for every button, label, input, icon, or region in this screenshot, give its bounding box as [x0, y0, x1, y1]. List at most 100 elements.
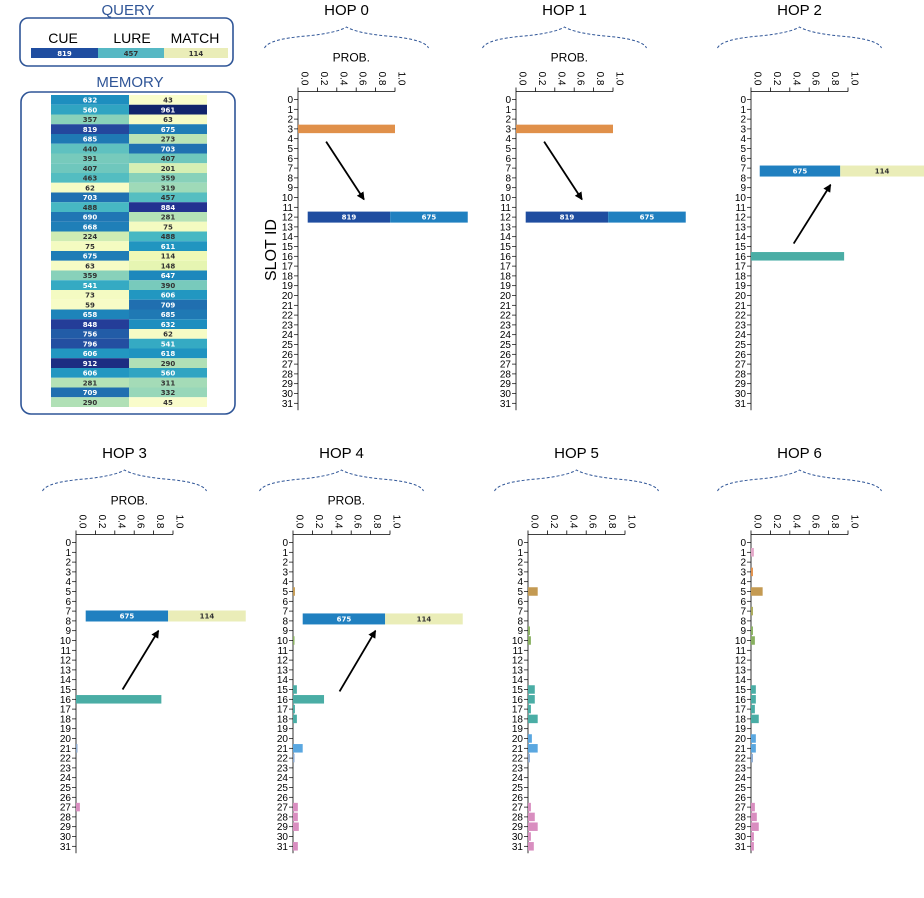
memory-cell-value: 391 — [83, 155, 98, 163]
hop-brace-curve — [717, 26, 882, 49]
y-tick-label: 23 — [512, 763, 524, 774]
y-tick-label: 22 — [735, 754, 747, 765]
memory-cell-value: 606 — [161, 292, 176, 300]
y-tick-label: 12 — [735, 656, 747, 667]
memory-cell — [129, 173, 207, 183]
y-tick-label: 5 — [740, 587, 746, 598]
memory-cell — [129, 192, 207, 203]
retrieved-cue-value: 675 — [120, 613, 135, 621]
x-tick-label: 0.0 — [294, 515, 305, 529]
x-tick-label: 0.4 — [790, 515, 801, 529]
memory-cell-value: 62 — [163, 331, 173, 339]
memory-cell-value: 463 — [83, 175, 98, 183]
y-tick-label: 10 — [500, 193, 512, 204]
memory-cell — [51, 192, 129, 203]
x-tick-label: 1.0 — [614, 72, 625, 86]
y-tick-label: 19 — [282, 281, 294, 292]
y-tick-label: 3 — [65, 567, 71, 578]
y-tick-label: 9 — [287, 183, 293, 194]
memory-cell-value: 647 — [161, 272, 176, 280]
memory-cell-value: 59 — [85, 301, 95, 309]
y-tick-label: 18 — [277, 714, 289, 725]
y-tick-label: 13 — [500, 222, 512, 233]
query-cell-match — [164, 48, 228, 58]
x-tick-label: 1.0 — [174, 515, 185, 529]
y-tick-label: 6 — [282, 597, 288, 608]
y-tick-label: 2 — [65, 558, 71, 569]
probability-bar — [528, 753, 530, 763]
y-tick-label: 5 — [282, 587, 288, 598]
y-tick-label: 9 — [505, 183, 511, 194]
y-tick-label: 16 — [282, 252, 294, 263]
memory-cell-value: 703 — [161, 145, 176, 153]
memory-cell — [129, 104, 207, 115]
x-tick-label: 0.8 — [154, 515, 165, 529]
y-tick-label: 6 — [517, 597, 523, 608]
probability-bar — [528, 587, 538, 596]
y-tick-label: 25 — [735, 340, 747, 351]
memory-cell-value: 709 — [161, 301, 176, 309]
y-tick-label: 6 — [287, 154, 293, 165]
memory-cell-value: 148 — [161, 262, 176, 270]
retrieved-match-value: 114 — [200, 613, 215, 621]
slot-id-axis-title: SLOT ID — [263, 219, 280, 281]
memory-cell — [129, 387, 207, 398]
y-tick-label: 12 — [512, 656, 524, 667]
memory-cell — [51, 338, 129, 349]
y-tick-label: 19 — [735, 281, 747, 292]
y-tick-label: 20 — [282, 291, 294, 302]
retrieval-arrow — [543, 141, 583, 201]
probability-bar — [528, 744, 538, 753]
y-tick-label: 8 — [65, 616, 71, 627]
memory-cell-value: 290 — [161, 360, 176, 368]
memory-cell — [129, 163, 207, 173]
y-tick-label: 24 — [512, 773, 524, 784]
memory-cell — [51, 397, 129, 407]
memory-cell-value: 290 — [83, 399, 98, 407]
x-tick-label: 0.2 — [536, 72, 547, 86]
probability-bar — [751, 636, 755, 645]
y-tick-label: 16 — [500, 252, 512, 263]
probability-bar — [751, 606, 753, 616]
probability-bar — [76, 744, 78, 753]
memory-cell — [51, 212, 129, 222]
probability-bar — [293, 704, 295, 714]
memory-cell-value: 675 — [161, 126, 176, 134]
y-tick-label: 20 — [735, 734, 747, 745]
probability-bar — [751, 548, 754, 557]
memory-cell — [129, 329, 207, 339]
x-tick-label: 0.8 — [371, 515, 382, 529]
y-tick-label: 8 — [505, 173, 511, 184]
x-tick-label: 0.6 — [810, 515, 821, 529]
y-tick-label: 19 — [512, 724, 524, 735]
y-tick-label: 11 — [61, 646, 72, 657]
y-tick-label: 21 — [277, 744, 289, 755]
y-tick-label: 13 — [512, 665, 524, 676]
memory-cell — [129, 299, 207, 310]
y-tick-label: 26 — [282, 350, 294, 361]
memory-cell-value: 709 — [83, 389, 98, 397]
y-tick-label: 4 — [65, 577, 71, 588]
hop-title: HOP 2 — [777, 2, 822, 19]
memory-cell-value: 75 — [163, 223, 173, 231]
y-tick-label: 0 — [740, 538, 746, 549]
probability-bar — [293, 802, 298, 812]
y-tick-label: 23 — [500, 320, 512, 331]
memory-cell-value: 440 — [83, 145, 98, 153]
y-tick-label: 15 — [60, 685, 72, 696]
y-tick-label: 10 — [282, 193, 294, 204]
memory-cell — [129, 153, 207, 164]
y-tick-label: 18 — [282, 271, 294, 282]
y-tick-label: 27 — [735, 803, 747, 814]
memory-cell — [51, 387, 129, 398]
probability-bar — [751, 685, 756, 694]
y-tick-label: 24 — [277, 773, 289, 784]
y-tick-label: 20 — [60, 734, 72, 745]
x-tick-label: 0.6 — [135, 515, 146, 529]
query-value-match: 114 — [189, 50, 204, 58]
y-tick-label: 28 — [735, 812, 747, 823]
memory-cell — [129, 182, 207, 193]
y-tick-label: 23 — [277, 763, 289, 774]
